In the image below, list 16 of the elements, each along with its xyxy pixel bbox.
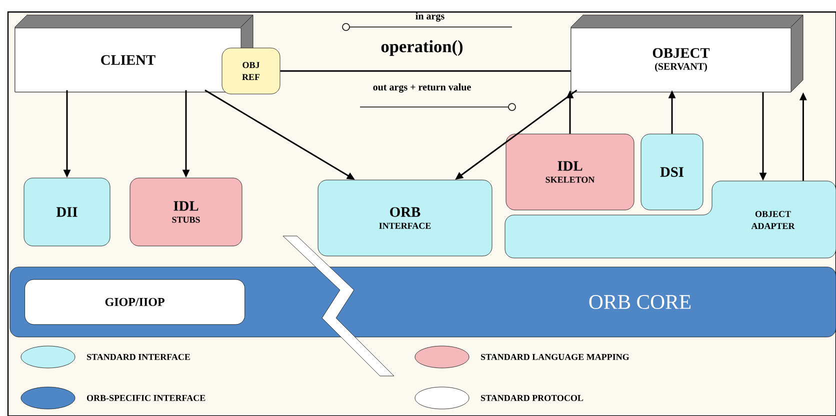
interface-box: IDL STUBS: [130, 178, 242, 246]
arrow-label: in args: [416, 12, 444, 22]
legend-label: ORB-SPECIFIC INTERFACE: [86, 394, 206, 402]
protocol-box: GIOP/IIOP: [24, 279, 245, 325]
legend-label: STANDARD LANGUAGE MAPPING: [481, 354, 630, 360]
edge-label: operation(): [381, 40, 463, 56]
legend-label: STANDARD PROTOCOL: [481, 394, 584, 402]
arrow-label: out args + return value: [373, 83, 471, 93]
interface-box: DII: [24, 178, 110, 246]
interface-box: DSI: [640, 134, 704, 210]
object-box: OBJECT (SERVANT): [570, 14, 804, 92]
legend-label: STANDARD INTERFACE: [87, 354, 190, 360]
interface-box: IDL SKELETON: [506, 134, 634, 210]
connector-line: [280, 70, 571, 72]
interface-box: ORB INTERFACE: [318, 180, 492, 256]
reference-box: OBJ REF: [222, 48, 280, 94]
